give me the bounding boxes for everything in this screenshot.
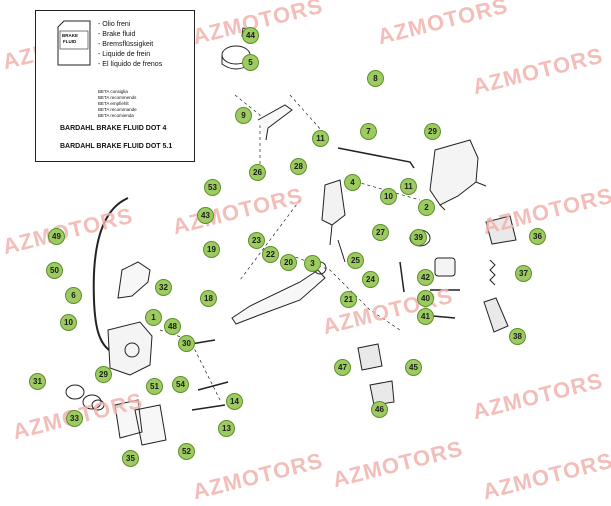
bracket (257, 104, 293, 141)
pipe (337, 147, 415, 169)
part-callout-39[interactable]: 39 (410, 229, 427, 246)
part-callout-37[interactable]: 37 (515, 265, 532, 282)
part-callout-1[interactable]: 1 (145, 309, 162, 326)
rear-pad-c (483, 297, 509, 333)
recommend-it: BETA consiglia (98, 89, 128, 94)
part-callout-3[interactable]: 3 (304, 255, 321, 272)
recommend-en: BETA recommends (98, 95, 137, 100)
fluid-lang-en: - Brake fluid (98, 31, 136, 38)
part-callout-22[interactable]: 22 (262, 246, 279, 263)
rear-pad-b (369, 380, 395, 406)
part-callout-53[interactable]: 53 (204, 179, 221, 196)
part-callout-7[interactable]: 7 (360, 123, 377, 140)
brake-hose (92, 197, 129, 353)
fluid-lang-fr: - Liquide de frein (98, 51, 151, 58)
part-callout-50[interactable]: 50 (46, 262, 63, 279)
part-callout-42[interactable]: 42 (417, 269, 434, 286)
part-callout-18[interactable]: 18 (200, 290, 217, 307)
part-callout-44[interactable]: 44 (242, 27, 259, 44)
part-callout-52[interactable]: 52 (178, 443, 195, 460)
part-callout-25[interactable]: 25 (347, 252, 364, 269)
part-callout-40[interactable]: 40 (417, 290, 434, 307)
part-callout-10[interactable]: 10 (60, 314, 77, 331)
fluid-bottle-icon (57, 20, 91, 66)
recommend-fr: BETA recommande (98, 107, 137, 112)
part-callout-19[interactable]: 19 (203, 241, 220, 258)
front-caliper (107, 321, 153, 376)
rear-pad-d (485, 215, 517, 245)
part-callout-28[interactable]: 28 (290, 158, 307, 175)
part-callout-6[interactable]: 6 (65, 287, 82, 304)
recommend-de: BETA empfiehlt (98, 101, 129, 106)
part-callout-29[interactable]: 29 (95, 366, 112, 383)
part-callout-45[interactable]: 45 (405, 359, 422, 376)
part-callout-36[interactable]: 36 (529, 228, 546, 245)
part-callout-29[interactable]: 29 (424, 123, 441, 140)
part-callout-51[interactable]: 51 (146, 378, 163, 395)
part-callout-24[interactable]: 24 (362, 271, 379, 288)
fluid-lang-es: - El líquido de frenos (98, 61, 163, 68)
part-callout-26[interactable]: 26 (249, 164, 266, 181)
part-callout-23[interactable]: 23 (248, 232, 265, 249)
part-callout-32[interactable]: 32 (155, 279, 172, 296)
part-callout-31[interactable]: 31 (29, 373, 46, 390)
recommend-es: BETA recomienda (98, 113, 134, 118)
part-callout-30[interactable]: 30 (178, 335, 195, 352)
part-callout-38[interactable]: 38 (509, 328, 526, 345)
part-callout-27[interactable]: 27 (372, 224, 389, 241)
part-callout-41[interactable]: 41 (417, 308, 434, 325)
part-callout-11[interactable]: 11 (400, 178, 417, 195)
part-callout-13[interactable]: 13 (218, 420, 235, 437)
spring (489, 259, 496, 286)
part-callout-5[interactable]: 5 (242, 54, 259, 71)
part-callout-21[interactable]: 21 (340, 291, 357, 308)
part-callout-10[interactable]: 10 (380, 188, 397, 205)
product-dot51: BARDAHL BRAKE FLUID DOT 5.1 (60, 143, 173, 150)
bottle-label-line-1: BRAKE (62, 33, 79, 38)
part-callout-2[interactable]: 2 (418, 199, 435, 216)
brake-pads (114, 399, 167, 446)
brake-fluid-info-box: BRAKE FLUID - Olio freni - Brake fluid -… (35, 10, 195, 162)
part-callout-4[interactable]: 4 (344, 174, 361, 191)
caliper-bracket (117, 261, 151, 299)
part-callout-9[interactable]: 9 (235, 107, 252, 124)
part-callout-33[interactable]: 33 (66, 410, 83, 427)
part-callout-14[interactable]: 14 (226, 393, 243, 410)
part-callout-43[interactable]: 43 (197, 207, 214, 224)
brake-pedal (231, 269, 326, 325)
part-callout-20[interactable]: 20 (280, 254, 297, 271)
fluid-lang-de: - Bremsflüssigkeit (98, 41, 154, 48)
part-callout-49[interactable]: 49 (48, 228, 65, 245)
rear-pad-a (357, 343, 383, 371)
part-callout-46[interactable]: 46 (371, 401, 388, 418)
fluid-lang-it: - Olio freni (98, 21, 131, 28)
master-cylinder (321, 179, 346, 226)
product-dot4: BARDAHL BRAKE FLUID DOT 4 (60, 125, 167, 132)
rear-caliper (429, 139, 479, 206)
part-callout-11[interactable]: 11 (312, 130, 329, 147)
part-callout-54[interactable]: 54 (172, 376, 189, 393)
bottle-label-line-2: FLUID (63, 39, 77, 44)
part-callout-47[interactable]: 47 (334, 359, 351, 376)
part-callout-35[interactable]: 35 (122, 450, 139, 467)
part-callout-8[interactable]: 8 (367, 70, 384, 87)
part-callout-48[interactable]: 48 (164, 318, 181, 335)
